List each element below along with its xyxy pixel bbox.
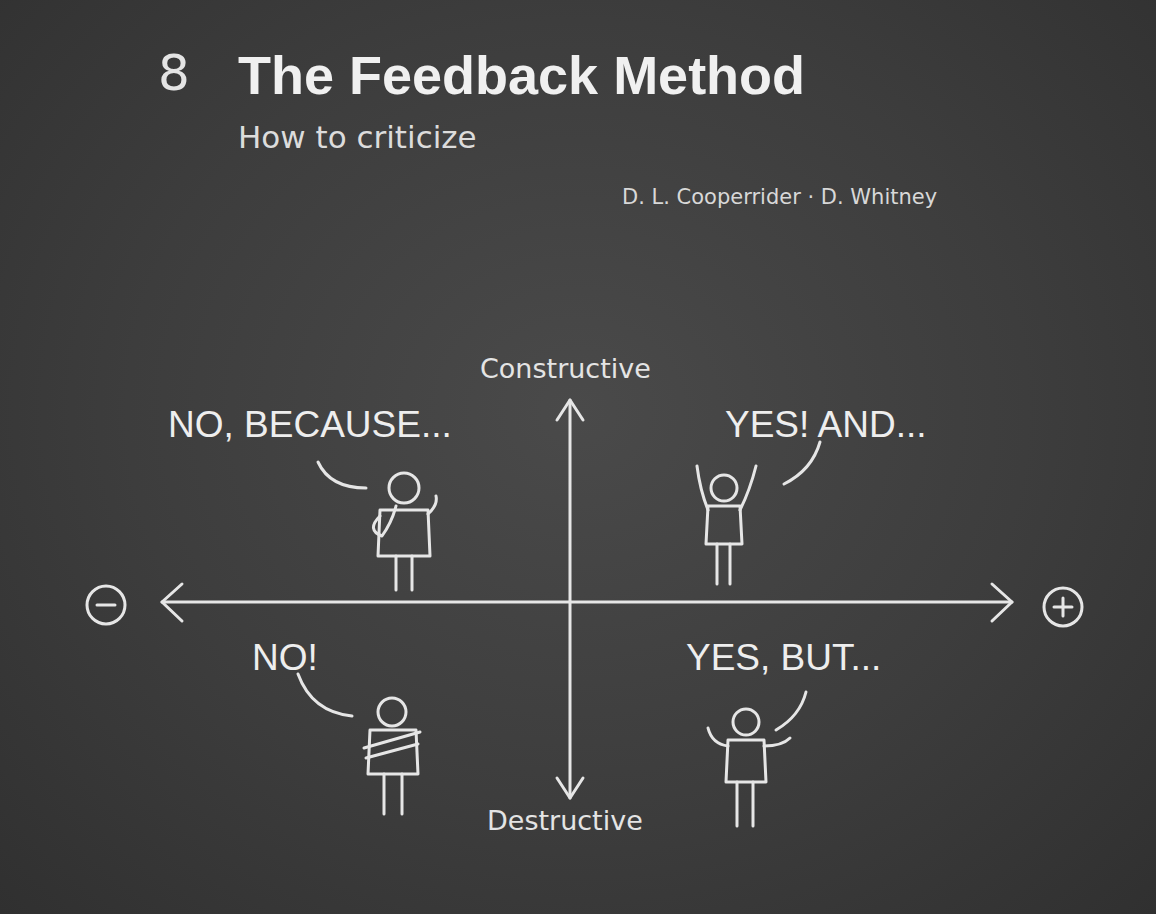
- stick-figure: [318, 462, 436, 590]
- minus-symbol: [97, 604, 115, 607]
- vertical-axis: [569, 400, 572, 798]
- axis-label: Constructive: [480, 354, 651, 384]
- minus-symbol: [87, 586, 125, 624]
- axis-arrowhead: [557, 400, 583, 420]
- axis-arrowhead: [162, 584, 182, 621]
- plus-symbol: [1044, 588, 1082, 626]
- stick-figure: [298, 674, 420, 814]
- section-number: 8: [158, 46, 190, 101]
- plus-symbol: [1062, 598, 1065, 616]
- speech-text: NO!: [252, 638, 318, 679]
- axis-arrowhead: [992, 584, 1012, 621]
- authors: D. L. Cooperrider · D. Whitney: [622, 186, 937, 209]
- stick-figure: [697, 442, 820, 584]
- speech-text: YES! AND...: [725, 405, 927, 446]
- stick-figure: [708, 692, 806, 826]
- speech-text: YES, BUT...: [686, 638, 881, 679]
- horizontal-axis: [162, 601, 1012, 604]
- title: The Feedback Method: [238, 46, 805, 105]
- speech-text: NO, BECAUSE...: [168, 405, 452, 446]
- subtitle: How to criticize: [238, 120, 477, 154]
- axis-arrowhead: [557, 778, 583, 798]
- axis-label: Destructive: [487, 806, 643, 836]
